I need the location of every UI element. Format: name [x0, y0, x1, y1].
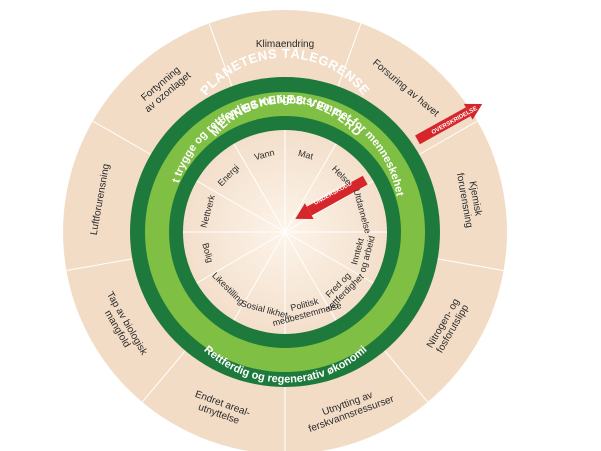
- divider-line: [141, 350, 186, 403]
- label-line: Mat: [297, 148, 315, 162]
- divider-line: [208, 23, 233, 87]
- divider-line: [233, 231, 286, 321]
- outer-ring-dividers: [66, 23, 504, 451]
- divider-line: [196, 180, 286, 233]
- ceiling-label-klimaendring: Klimaendring: [256, 39, 314, 50]
- label-line: Klimaendring: [256, 39, 314, 50]
- divider-line: [384, 350, 429, 403]
- divider-line: [284, 143, 337, 233]
- divider-line: [66, 258, 133, 271]
- divider-line: [196, 231, 286, 284]
- divider-line: [233, 143, 286, 233]
- divider-line: [337, 23, 362, 87]
- divider-line: [437, 258, 504, 271]
- foundation-label-mat: Mat: [297, 148, 315, 162]
- divider-line: [92, 120, 152, 155]
- divider-line: [284, 231, 337, 321]
- divider-line: [284, 231, 374, 284]
- divider-line: [418, 120, 478, 155]
